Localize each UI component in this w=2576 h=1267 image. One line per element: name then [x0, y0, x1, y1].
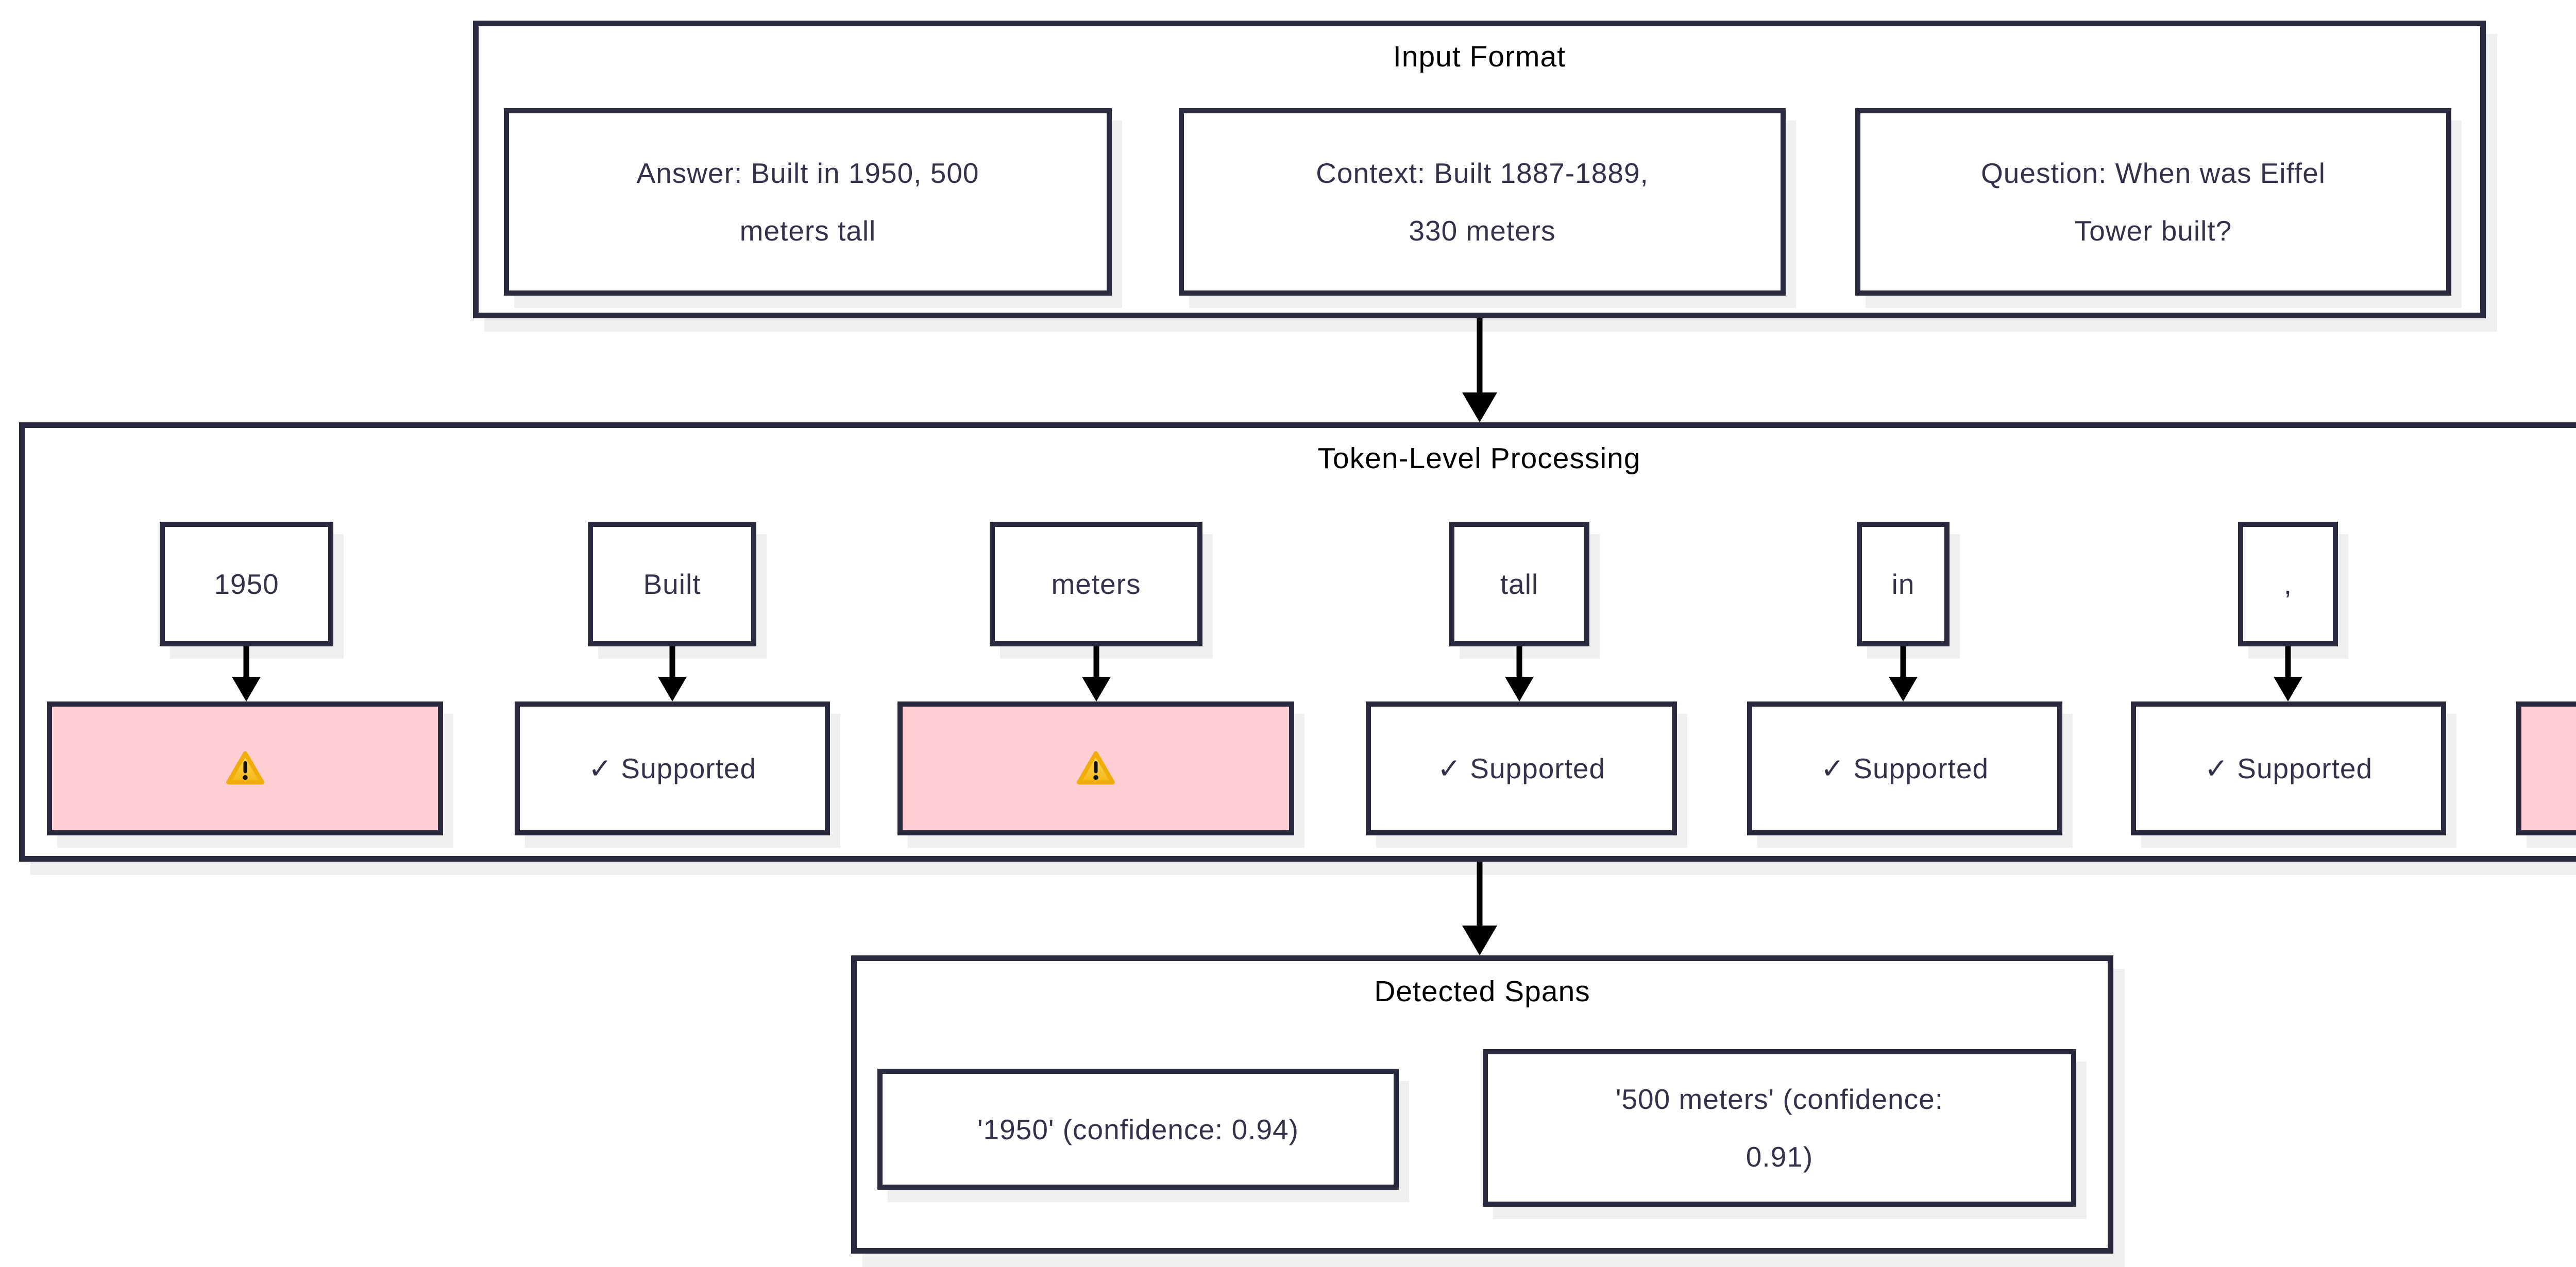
arrow-down-icon [1459, 318, 1500, 422]
arrow-down-icon [1076, 646, 1117, 701]
question-node-text: Question: When was Eiffel Tower built? [1980, 157, 2326, 247]
arrow-down-icon [1499, 646, 1540, 701]
span-node-500-meters-text: '500 meters' (confidence: 0.91) [1615, 1083, 1944, 1173]
token-processing-title: Token-Level Processing [1317, 442, 1641, 475]
token-box-1950: 1950 [160, 522, 333, 646]
status-box-supported-tall: ✓ Supported [1366, 701, 1677, 835]
arrow-down-icon [226, 646, 267, 701]
input-format-title: Input Format [1393, 40, 1566, 73]
arrow-down-icon [652, 646, 693, 701]
token-box-tall: tall [1449, 522, 1589, 646]
arrow-down-icon [1883, 646, 1924, 701]
status-box-supported-built: ✓ Supported [515, 701, 830, 835]
warning-icon [226, 751, 264, 785]
token-box-in: in [1857, 522, 1950, 646]
warning-icon [1077, 751, 1115, 785]
arrow-down-icon [1459, 862, 1500, 955]
token-box-meters: meters [990, 522, 1202, 646]
token-box-built: Built [588, 522, 756, 646]
context-node-text: Context: Built 1887-1889, 330 meters [1316, 157, 1649, 247]
status-box-supported-in: ✓ Supported [1747, 701, 2062, 835]
question-node: Question: When was Eiffel Tower built? [1855, 108, 2451, 296]
context-node: Context: Built 1887-1889, 330 meters [1179, 108, 1786, 296]
span-node-500-meters: '500 meters' (confidence: 0.91) [1483, 1049, 2076, 1207]
span-node-1950: '1950' (confidence: 0.94) [877, 1069, 1399, 1190]
status-box-warning-meters [897, 701, 1294, 835]
arrow-down-icon [2267, 646, 2309, 701]
status-box-warning-500 [2516, 701, 2576, 835]
token-box-comma: , [2238, 522, 2338, 646]
detected-spans-title: Detected Spans [1374, 975, 1590, 1008]
answer-node: Answer: Built in 1950, 500 meters tall [504, 108, 1112, 296]
answer-node-text: Answer: Built in 1950, 500 meters tall [636, 157, 979, 247]
status-box-warning-1950 [47, 701, 443, 835]
status-box-supported-comma: ✓ Supported [2131, 701, 2446, 835]
